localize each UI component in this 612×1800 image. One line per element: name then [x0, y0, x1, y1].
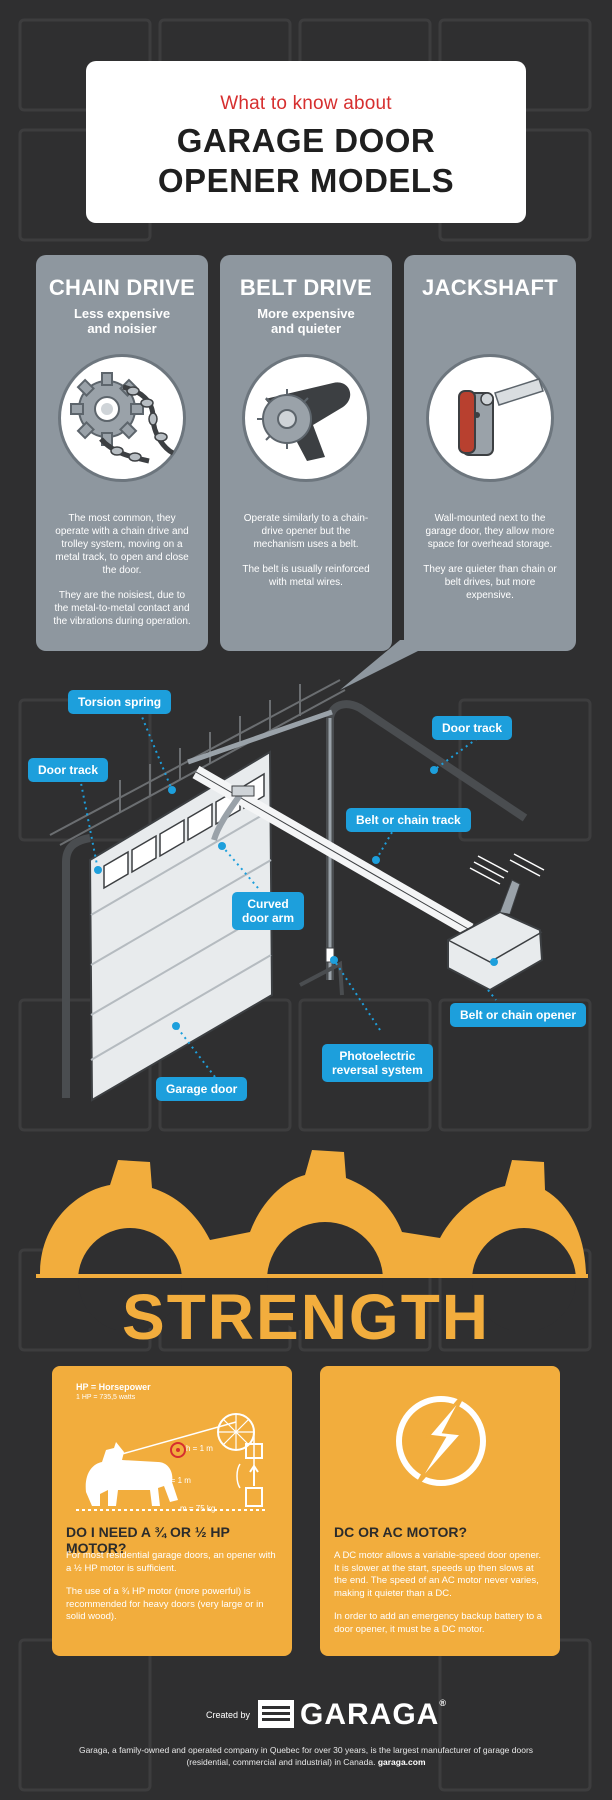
- label-torsion-spring: Torsion spring: [68, 690, 172, 714]
- jackshaft-motor-icon: [426, 354, 554, 482]
- card-paragraph: They are quieter than chain or belt driv…: [423, 564, 557, 601]
- horse-pulley-icon: [76, 1413, 266, 1511]
- strength-heading: STRENGTH: [122, 1281, 490, 1353]
- garage-diagram: [49, 679, 545, 1102]
- card-subtitle-line-1: Less expensive: [73, 306, 171, 321]
- label-line: Photoelectric: [339, 1049, 416, 1063]
- label-garage-door: Garage door: [156, 1077, 248, 1101]
- card-title: BELT DRIVE: [239, 275, 373, 300]
- hp-label: HP = Horsepower: [76, 1382, 151, 1392]
- card-description: Wall-mounted next to the garage door, th…: [404, 512, 576, 602]
- garaga-logo-icon: [258, 1700, 294, 1728]
- main-title-line-1: GARAGE DOOR: [176, 122, 436, 159]
- motor-paragraph: In order to add an emergency backup batt…: [334, 1611, 543, 1635]
- card-chain-drive: CHAIN DRIVE Less expensive and noisier: [36, 255, 208, 651]
- label-belt-or-chain-track: Belt or chain track: [346, 808, 471, 832]
- card-subtitle-line-1: More expensive: [257, 306, 355, 321]
- main-title: GARAGE DOOR OPENER MODELS: [86, 121, 526, 201]
- hp-question: DO I NEED A ¾ OR ½ HP MOTOR?: [66, 1524, 230, 1556]
- card-description: Operate similarly to a chain-drive opene…: [220, 512, 392, 589]
- hp-text: For most residential garage doors, an op…: [66, 1550, 278, 1635]
- card-paragraph: Wall-mounted next to the garage door, th…: [425, 513, 555, 550]
- label-line: door arm: [242, 911, 295, 925]
- footer-note: Garaga, a family-owned and operated comp…: [60, 1744, 552, 1768]
- height-label-2: h = 1 m: [164, 1476, 191, 1485]
- card-subtitle: [404, 306, 576, 336]
- brand-text: GARAGA: [300, 1698, 440, 1731]
- card-title: JACKSHAFT: [422, 275, 558, 300]
- label-belt-or-chain-opener: Belt or chain opener: [450, 1003, 587, 1027]
- opener-motor-drawing: [447, 853, 545, 992]
- motor-text: A DC motor allows a variable-speed door …: [334, 1550, 546, 1647]
- main-title-line-2: OPENER MODELS: [157, 162, 455, 199]
- registered-mark: ®: [439, 1698, 447, 1708]
- hp-paragraph: For most residential garage doors, an op…: [66, 1550, 276, 1574]
- footer-site-link[interactable]: garaga.com: [377, 1757, 426, 1767]
- chain-sprocket-icon: [58, 354, 186, 482]
- brand-name: GARAGA®: [300, 1698, 447, 1732]
- card-subtitle-line-2: and quieter: [270, 321, 342, 336]
- label-curved-door-arm: Curved door arm: [232, 892, 305, 930]
- created-by-label: Created by: [206, 1710, 251, 1720]
- card-subtitle-line-2: and noisier: [87, 321, 157, 336]
- card-belt-drive: BELT DRIVE More expensive and quieter Op: [220, 255, 392, 651]
- hp-paragraph: The use of a ¾ HP motor (more powerful) …: [66, 1586, 264, 1622]
- card-paragraph: The most common, they operate with a cha…: [55, 513, 189, 576]
- gear-graphic: [36, 1150, 588, 1330]
- label-door-track-left: Door track: [28, 758, 109, 782]
- lightning-bolt-icon: [396, 1393, 486, 1487]
- dc-ac-motor-panel: DC OR AC MOTOR? A DC motor allows a vari…: [320, 1366, 560, 1656]
- footer-note-text: Garaga, a family-owned and operated comp…: [78, 1745, 534, 1767]
- card-subtitle: More expensive and quieter: [220, 306, 392, 336]
- label-door-track-right: Door track: [432, 716, 513, 740]
- belt-pulley-icon: [242, 354, 370, 482]
- card-subtitle: Less expensive and noisier: [36, 306, 208, 336]
- card-paragraph: The belt is usually reinforced with meta…: [242, 564, 370, 588]
- motor-question: DC OR AC MOTOR?: [334, 1524, 467, 1540]
- card-paragraph: Operate similarly to a chain-drive opene…: [243, 513, 369, 550]
- card-pointer: [340, 640, 440, 690]
- card-title: CHAIN DRIVE: [48, 275, 196, 300]
- hp-definition: 1 HP = 735,5 watts: [76, 1394, 136, 1401]
- pre-title: What to know about: [220, 93, 392, 114]
- card-description: The most common, they operate with a cha…: [36, 512, 208, 628]
- label-line: Curved: [247, 897, 289, 911]
- label-line: reversal system: [332, 1063, 423, 1077]
- hp-motor-panel: HP = Horsepower 1 HP = 735,5 watts h = 1…: [52, 1366, 292, 1656]
- card-jackshaft: JACKSHAFT Wall-mounted next to the garag…: [404, 255, 576, 651]
- height-label-1: h = 1 m: [186, 1444, 213, 1453]
- card-paragraph: They are the noisiest, due to the metal-…: [53, 590, 191, 627]
- mass-label: m = 75 kg: [180, 1504, 216, 1513]
- label-photoelectric-reversal-system: Photoelectric reversal system: [322, 1044, 433, 1082]
- motor-paragraph: A DC motor allows a variable-speed door …: [334, 1550, 542, 1599]
- title-card: What to know about GARAGE DOOR OPENER MO…: [86, 61, 526, 223]
